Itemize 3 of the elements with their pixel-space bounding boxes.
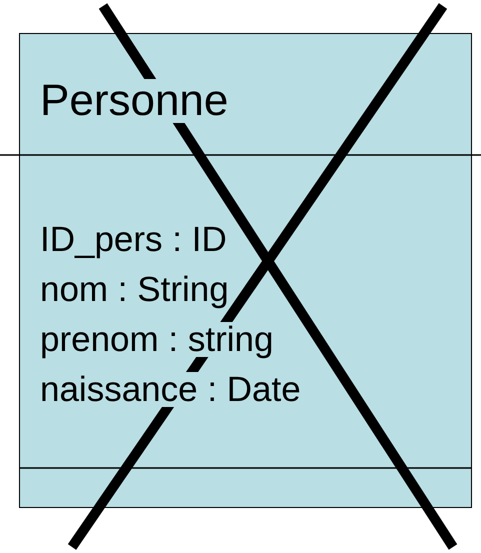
attribute-text: naissance : Date [40,372,301,407]
class-box [19,33,472,508]
attribute-text: prenom : string [40,322,274,357]
